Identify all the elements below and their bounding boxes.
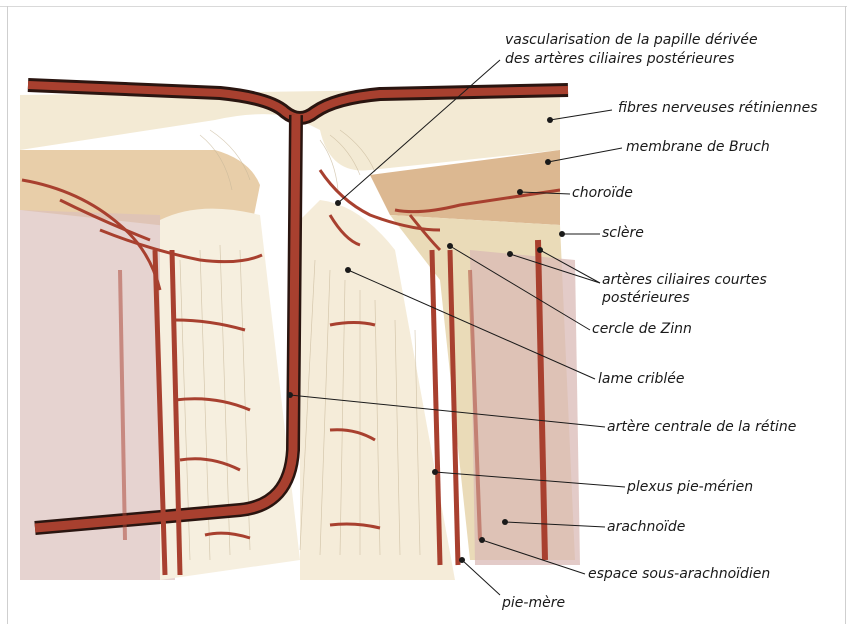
label-espace: espace sous-arachnoïdien <box>588 566 770 583</box>
label-papille-line1: vascularisation de la papille dérivée <box>505 32 758 49</box>
label-choroide: choroïde <box>572 185 633 202</box>
label-pie-mere: pie-mère <box>502 595 565 612</box>
label-ciliaires-line2: postérieures <box>602 290 690 307</box>
label-plexus: plexus pie-mérien <box>627 479 753 496</box>
label-arachnoide: arachnoïde <box>607 519 685 536</box>
label-artere-centrale: artère centrale de la rétine <box>607 419 796 436</box>
meninges-right <box>470 250 580 565</box>
label-papille-line2: des artères ciliaires postérieures <box>505 51 734 68</box>
label-fibres: fibres nerveuses rétiniennes <box>618 100 818 117</box>
label-lame: lame criblée <box>598 371 685 388</box>
label-bruch: membrane de Bruch <box>626 139 770 156</box>
label-sclere: sclère <box>602 225 644 242</box>
label-ciliaires-line1: artères ciliaires courtes <box>602 272 767 289</box>
label-zinn: cercle de Zinn <box>592 321 692 338</box>
